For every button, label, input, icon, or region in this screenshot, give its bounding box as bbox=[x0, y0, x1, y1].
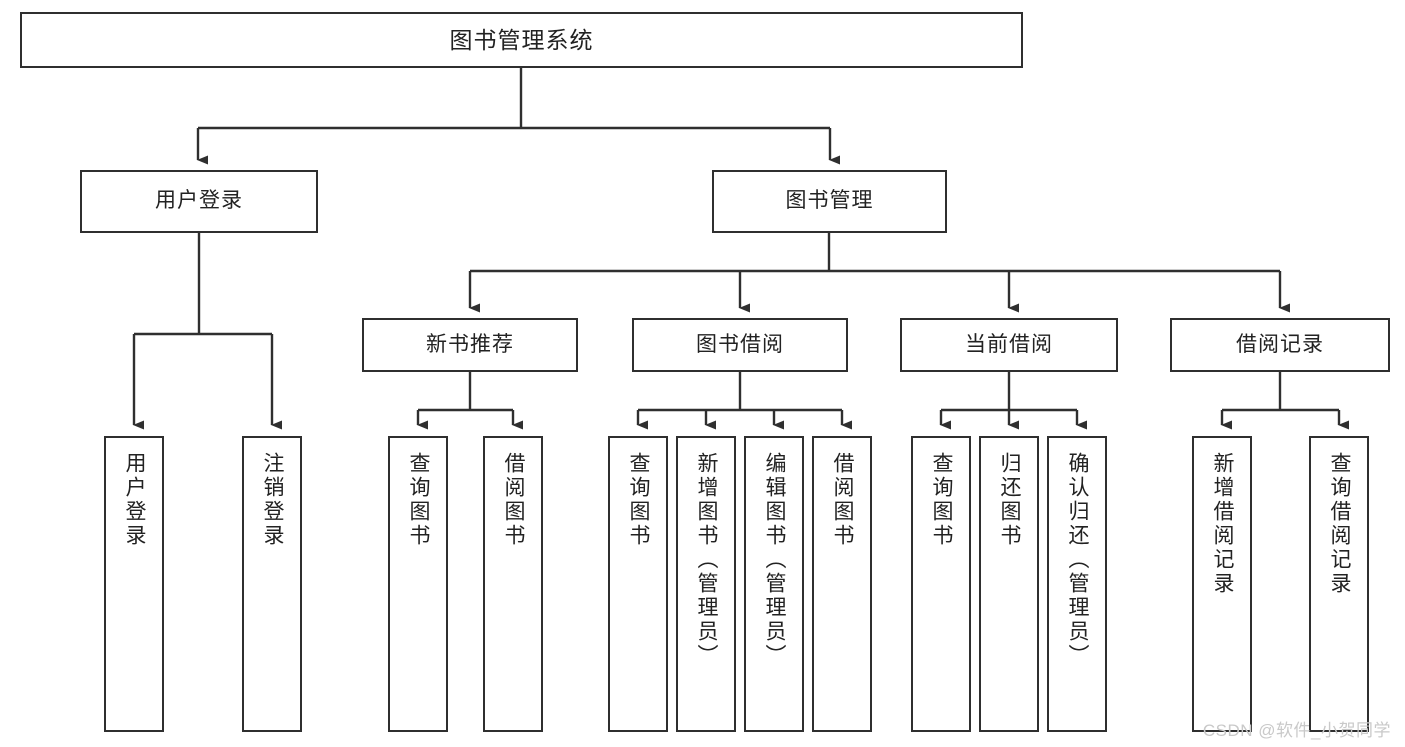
node-label: 图书借阅 bbox=[696, 332, 784, 356]
node-borrow-record[interactable]: 借阅记录 bbox=[1170, 318, 1390, 372]
node-label: 新增图书（管理员） bbox=[695, 452, 719, 668]
node-leaf-confirm-return-admin[interactable]: 确认归还（管理员） bbox=[1047, 436, 1107, 732]
node-label: 新书推荐 bbox=[426, 332, 514, 356]
node-leaf-user-login[interactable]: 用户登录 bbox=[104, 436, 164, 732]
node-label: 用户登录 bbox=[155, 189, 243, 213]
node-leaf-add-borrow-record[interactable]: 新增借阅记录 bbox=[1192, 436, 1252, 732]
node-label: 归还图书 bbox=[998, 452, 1022, 548]
node-leaf-query-book-borrow[interactable]: 查询图书 bbox=[608, 436, 668, 732]
node-label: 当前借阅 bbox=[965, 332, 1053, 356]
node-label: 查询图书 bbox=[627, 452, 651, 548]
node-label: 查询图书 bbox=[407, 452, 431, 548]
node-label: 图书管理系统 bbox=[449, 26, 594, 53]
node-leaf-query-book-recommend[interactable]: 查询图书 bbox=[388, 436, 448, 732]
node-label: 编辑图书（管理员） bbox=[763, 452, 787, 668]
watermark-text: CSDN @软件_小贺同学 bbox=[1202, 721, 1391, 740]
node-leaf-user-logout[interactable]: 注销登录 bbox=[242, 436, 302, 732]
node-label: 借阅图书 bbox=[831, 452, 855, 548]
node-leaf-borrow-book[interactable]: 借阅图书 bbox=[812, 436, 872, 732]
node-book-management[interactable]: 图书管理 bbox=[712, 170, 947, 233]
node-current-borrow[interactable]: 当前借阅 bbox=[900, 318, 1118, 372]
node-label: 查询图书 bbox=[930, 452, 954, 548]
node-label: 确认归还（管理员） bbox=[1066, 452, 1090, 668]
node-label: 注销登录 bbox=[261, 452, 285, 548]
node-label: 查询借阅记录 bbox=[1328, 452, 1352, 596]
node-new-book-recommend[interactable]: 新书推荐 bbox=[362, 318, 578, 372]
node-book-borrow[interactable]: 图书借阅 bbox=[632, 318, 848, 372]
node-label: 用户登录 bbox=[123, 452, 147, 548]
node-leaf-query-book-current[interactable]: 查询图书 bbox=[911, 436, 971, 732]
node-leaf-query-borrow-record[interactable]: 查询借阅记录 bbox=[1309, 436, 1369, 732]
node-leaf-borrow-book-recommend[interactable]: 借阅图书 bbox=[483, 436, 543, 732]
node-root-book-management-system[interactable]: 图书管理系统 bbox=[20, 12, 1023, 68]
node-user-login[interactable]: 用户登录 bbox=[80, 170, 318, 233]
node-leaf-return-book[interactable]: 归还图书 bbox=[979, 436, 1039, 732]
node-label: 借阅记录 bbox=[1236, 332, 1324, 356]
node-leaf-add-book-admin[interactable]: 新增图书（管理员） bbox=[676, 436, 736, 732]
node-leaf-edit-book-admin[interactable]: 编辑图书（管理员） bbox=[744, 436, 804, 732]
node-label: 借阅图书 bbox=[502, 452, 526, 548]
node-label: 图书管理 bbox=[785, 189, 874, 213]
node-label: 新增借阅记录 bbox=[1211, 452, 1235, 596]
